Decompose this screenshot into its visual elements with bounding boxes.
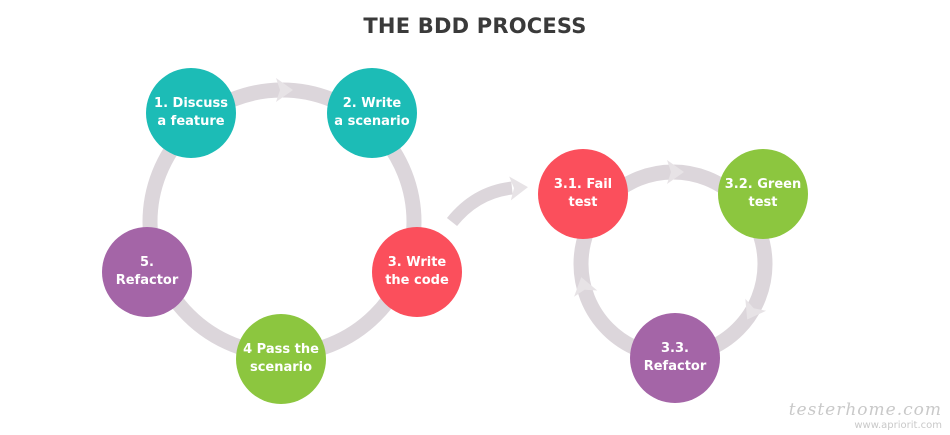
watermark-line2: www.apriorit.com [854, 420, 942, 431]
page-title: THE BDD PROCESS [363, 14, 587, 38]
outer-cycle-arrow [276, 78, 293, 102]
node-write-code: 3. Write the code [372, 227, 462, 317]
node-label: 3.2. Green test [724, 177, 802, 210]
node-discuss-feature: 1. Discuss a feature [146, 68, 236, 158]
node-label: 3.1. Fail test [553, 177, 613, 210]
watermark-line1: testerhome.com [788, 400, 942, 421]
node-label: 3. Write the code [385, 255, 449, 288]
node-label: 3.3. Refactor [643, 341, 707, 374]
node-label: 4 Pass the scenario [243, 342, 319, 375]
inner-cycle-arrow [574, 277, 598, 297]
watermark: testerhome.com www.apriorit.com [789, 401, 942, 431]
node-label: 5. Refactor [115, 255, 179, 288]
inner-cycle-arrow [745, 298, 767, 320]
connector-arrow [446, 181, 513, 227]
node-inner-refactor: 3.3. Refactor [630, 313, 720, 403]
node-label: 2. Write a scenario [334, 96, 410, 129]
inner-cycle-arrow [667, 160, 684, 184]
node-label: 1. Discuss a feature [154, 96, 228, 129]
node-pass-scenario: 4 Pass the scenario [236, 314, 326, 404]
node-fail-test: 3.1. Fail test [538, 149, 628, 239]
node-write-scenario: 2. Write a scenario [327, 68, 417, 158]
node-green-test: 3.2. Green test [718, 149, 808, 239]
connector-arrowhead [509, 176, 528, 201]
node-refactor: 5. Refactor [102, 227, 192, 317]
